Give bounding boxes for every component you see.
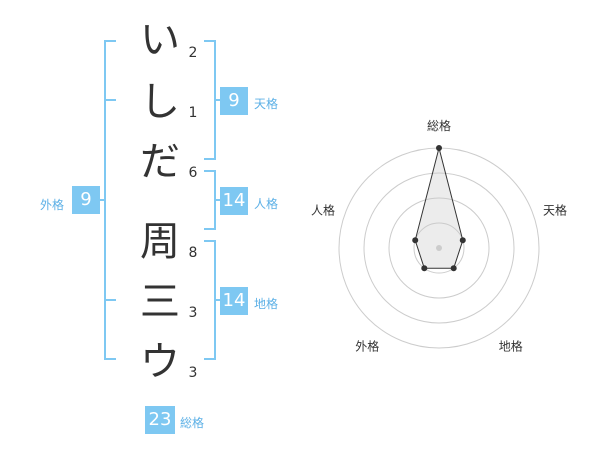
jinkaku-connector bbox=[214, 199, 222, 201]
stroke-count-3: 6 bbox=[188, 165, 198, 181]
jinkaku-label: 人格 bbox=[254, 197, 279, 211]
gaikaku-tick-top bbox=[104, 99, 116, 101]
radar-axis-label-4: 外格 bbox=[355, 339, 379, 354]
name-char-3: だ bbox=[140, 139, 180, 185]
soukaku-label: 総格 bbox=[180, 416, 205, 430]
radar-point-2 bbox=[459, 237, 466, 244]
radar-ring bbox=[363, 172, 515, 324]
name-char-2: し bbox=[140, 79, 180, 125]
chikaku-connector bbox=[214, 299, 222, 301]
gaikaku-connector bbox=[96, 199, 106, 201]
jinkaku-badge: 14 bbox=[220, 187, 248, 215]
stroke-count-1: 2 bbox=[188, 45, 198, 61]
stroke-count-4: 8 bbox=[188, 245, 198, 261]
radar-axis-label-2: 天格 bbox=[543, 202, 567, 217]
radar-point-3 bbox=[450, 265, 457, 272]
radar-ring bbox=[413, 222, 465, 274]
soukaku-badge: 23 bbox=[145, 406, 175, 434]
name-panel: い し だ 周 三 ウ 2 1 6 8 3 3 9 外格 9 天格 14 人格 … bbox=[40, 17, 279, 434]
tenkaku-badge: 9 bbox=[220, 87, 248, 115]
stroke-count-5: 3 bbox=[188, 305, 198, 321]
gaikaku-badge: 9 bbox=[72, 186, 100, 214]
stroke-count-2: 1 bbox=[188, 105, 198, 121]
stroke-count-6: 3 bbox=[188, 365, 198, 381]
name-char-5: 三 bbox=[140, 279, 180, 325]
chikaku-badge: 14 bbox=[220, 287, 248, 315]
radar-center-dot bbox=[436, 245, 442, 251]
radar-point-4 bbox=[421, 265, 428, 272]
name-char-4: 周 bbox=[140, 219, 180, 265]
name-char-6: ウ bbox=[140, 339, 180, 385]
radar-point-5 bbox=[412, 237, 419, 244]
chikaku-label: 地格 bbox=[254, 297, 279, 311]
tenkaku-connector bbox=[214, 99, 222, 101]
radar-area bbox=[414, 147, 464, 269]
radar-axis-label-3: 地格 bbox=[499, 339, 523, 354]
radar-axis-label-5: 人格 bbox=[311, 202, 335, 217]
radar-points bbox=[412, 145, 466, 272]
radar-ring bbox=[388, 197, 490, 299]
radar-axis-label-1: 総格 bbox=[427, 118, 451, 133]
radar-point-1 bbox=[436, 145, 442, 151]
name-char-1: い bbox=[140, 17, 180, 63]
gaikaku-tick-bottom bbox=[104, 299, 116, 301]
gaikaku-label: 外格 bbox=[40, 198, 65, 212]
tenkaku-label: 天格 bbox=[254, 97, 279, 111]
